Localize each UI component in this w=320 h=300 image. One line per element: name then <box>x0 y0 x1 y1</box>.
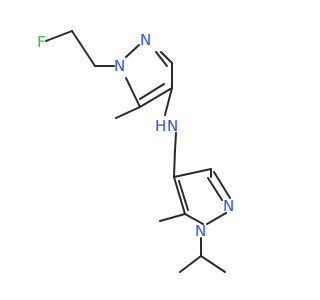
molecule-structure: F N N N H N N <box>37 30 234 273</box>
atom-n4: N <box>195 222 206 240</box>
atom-nh-n: N <box>167 117 178 135</box>
bond-c5-methyl <box>115 106 141 119</box>
bond-ch-me2 <box>200 255 226 273</box>
atom-f: F <box>37 33 46 51</box>
bond-ch2-ch2 <box>71 30 96 67</box>
bond-c5b-n1b <box>184 213 204 225</box>
bond-n2-c3-double <box>155 51 168 67</box>
bond-c4b-c3b <box>173 168 212 178</box>
bond-ch-me1 <box>179 255 202 273</box>
bond-f-c <box>45 30 73 42</box>
bond-n-n <box>206 212 227 225</box>
bond-n2-c3 <box>160 51 173 64</box>
bond-c4b-c5b <box>173 176 186 215</box>
molecule-canvas: F N N N H N N <box>37 30 234 273</box>
bond-nh-ch2 <box>174 132 177 151</box>
bond-c4-c5-double <box>139 83 165 100</box>
bonds <box>45 30 231 273</box>
bond-c4-c5 <box>139 87 173 108</box>
atom-n1: N <box>114 57 125 75</box>
atom-nh-h: H <box>155 117 166 135</box>
atom-labels: F N N N H N N <box>37 31 234 240</box>
bond-c4-nh <box>164 87 173 116</box>
atom-n2: N <box>140 31 151 49</box>
bond-ch2-link <box>173 149 176 178</box>
bond-c3b-n <box>213 171 231 199</box>
bond-c5b-methyl <box>159 213 186 222</box>
bond-c5-n1 <box>125 77 141 108</box>
bond-c3b-n-double <box>207 177 223 201</box>
atom-n3: N <box>223 197 234 215</box>
bond-n1-n2 <box>125 44 140 58</box>
bond-c4b-c5b-double <box>178 180 189 211</box>
